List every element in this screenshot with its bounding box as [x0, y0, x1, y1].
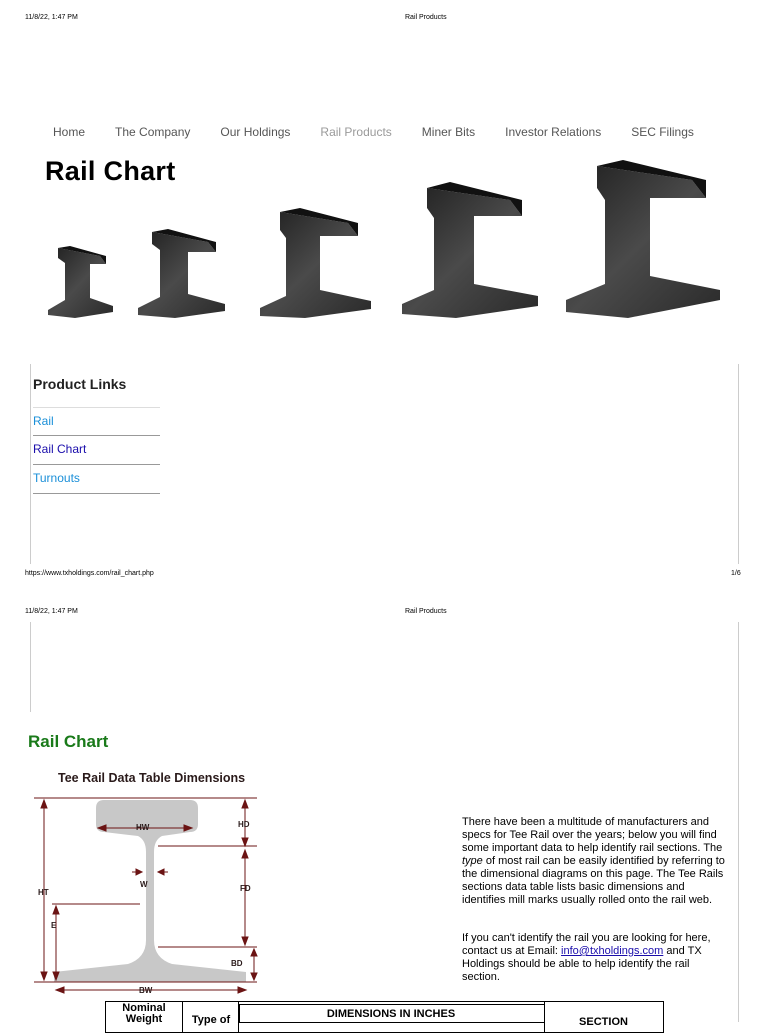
nav-home[interactable]: Home [53, 125, 86, 139]
label-bw: BW [139, 986, 153, 995]
main-nav: Home The Company Our Holdings Rail Produ… [53, 125, 724, 139]
label-fd: FD [240, 884, 251, 893]
hero-title: Rail Chart [45, 156, 176, 186]
product-link-turnouts[interactable]: Turnouts [33, 471, 80, 485]
sidebar-border-2 [30, 622, 31, 712]
rail-sections-image [48, 160, 720, 318]
print-page-title-2: Rail Products [405, 608, 447, 615]
rail-data-table: Nominal Weight Type of DIMENSIONS IN INC… [105, 1001, 664, 1033]
label-e: E [51, 921, 57, 930]
label-ht: HT [38, 888, 49, 897]
description-paragraph-2: If you can't identify the rail you are l… [462, 932, 727, 984]
divider [33, 493, 160, 494]
label-hw: HW [136, 823, 150, 832]
nav-our-holdings[interactable]: Our Holdings [220, 125, 291, 139]
nav-sec-filings[interactable]: SEC Filings [631, 125, 694, 139]
content-border [738, 364, 739, 564]
table-header-nominal-weight: Nominal Weight [122, 1002, 166, 1025]
description-paragraph-1: There have been a multitude of manufactu… [462, 816, 727, 907]
table-header-type: Type of [191, 1014, 231, 1026]
label-hd: HD [238, 820, 250, 829]
divider [33, 407, 160, 408]
rail-section-3 [260, 208, 371, 318]
rail-section-5 [566, 160, 720, 318]
table-header-dimensions: DIMENSIONS IN INCHES [326, 1008, 456, 1020]
label-w: W [140, 880, 148, 889]
print-datetime-2: 11/8/22, 1:47 PM [25, 608, 78, 615]
label-bd: BD [231, 959, 243, 968]
product-links-title: Product Links [33, 376, 127, 392]
product-link-rail[interactable]: Rail [33, 414, 54, 428]
print-url: https://www.txholdings.com/rail_chart.ph… [25, 570, 154, 577]
sidebar-border [30, 364, 31, 564]
nav-rail-products[interactable]: Rail Products [320, 125, 392, 139]
divider [33, 435, 160, 436]
para1-text-b: of most rail can be easily identified by… [462, 855, 725, 906]
tee-rail-dimension-diagram: HW HD W HT FD E BD BW [34, 797, 258, 995]
print-datetime: 11/8/22, 1:47 PM [25, 14, 78, 21]
email-link[interactable]: info@txholdings.com [561, 945, 664, 957]
diagram-title: Tee Rail Data Table Dimensions [58, 771, 246, 785]
nav-investor-relations[interactable]: Investor Relations [505, 125, 602, 139]
nav-the-company[interactable]: The Company [115, 125, 191, 139]
para2-text-b: and TX Holdings should be able to help i… [462, 945, 702, 983]
para2-text-a: If you can't identify the rail you are l… [462, 932, 711, 957]
rail-section-4 [402, 182, 538, 318]
content-border-2 [738, 622, 739, 1022]
print-page-title: Rail Products [405, 14, 447, 21]
rail-section-2 [138, 229, 225, 318]
para1-text-a: There have been a multitude of manufactu… [462, 816, 723, 854]
section-title: Rail Chart [28, 732, 109, 751]
product-link-rail-chart[interactable]: Rail Chart [33, 442, 87, 456]
rail-section-1 [48, 246, 113, 318]
nav-miner-bits[interactable]: Miner Bits [421, 125, 476, 139]
table-header-section: SECTION [579, 1016, 628, 1028]
divider [33, 464, 160, 465]
para1-emphasis: type [462, 855, 483, 867]
print-page-number: 1/6 [731, 570, 741, 577]
